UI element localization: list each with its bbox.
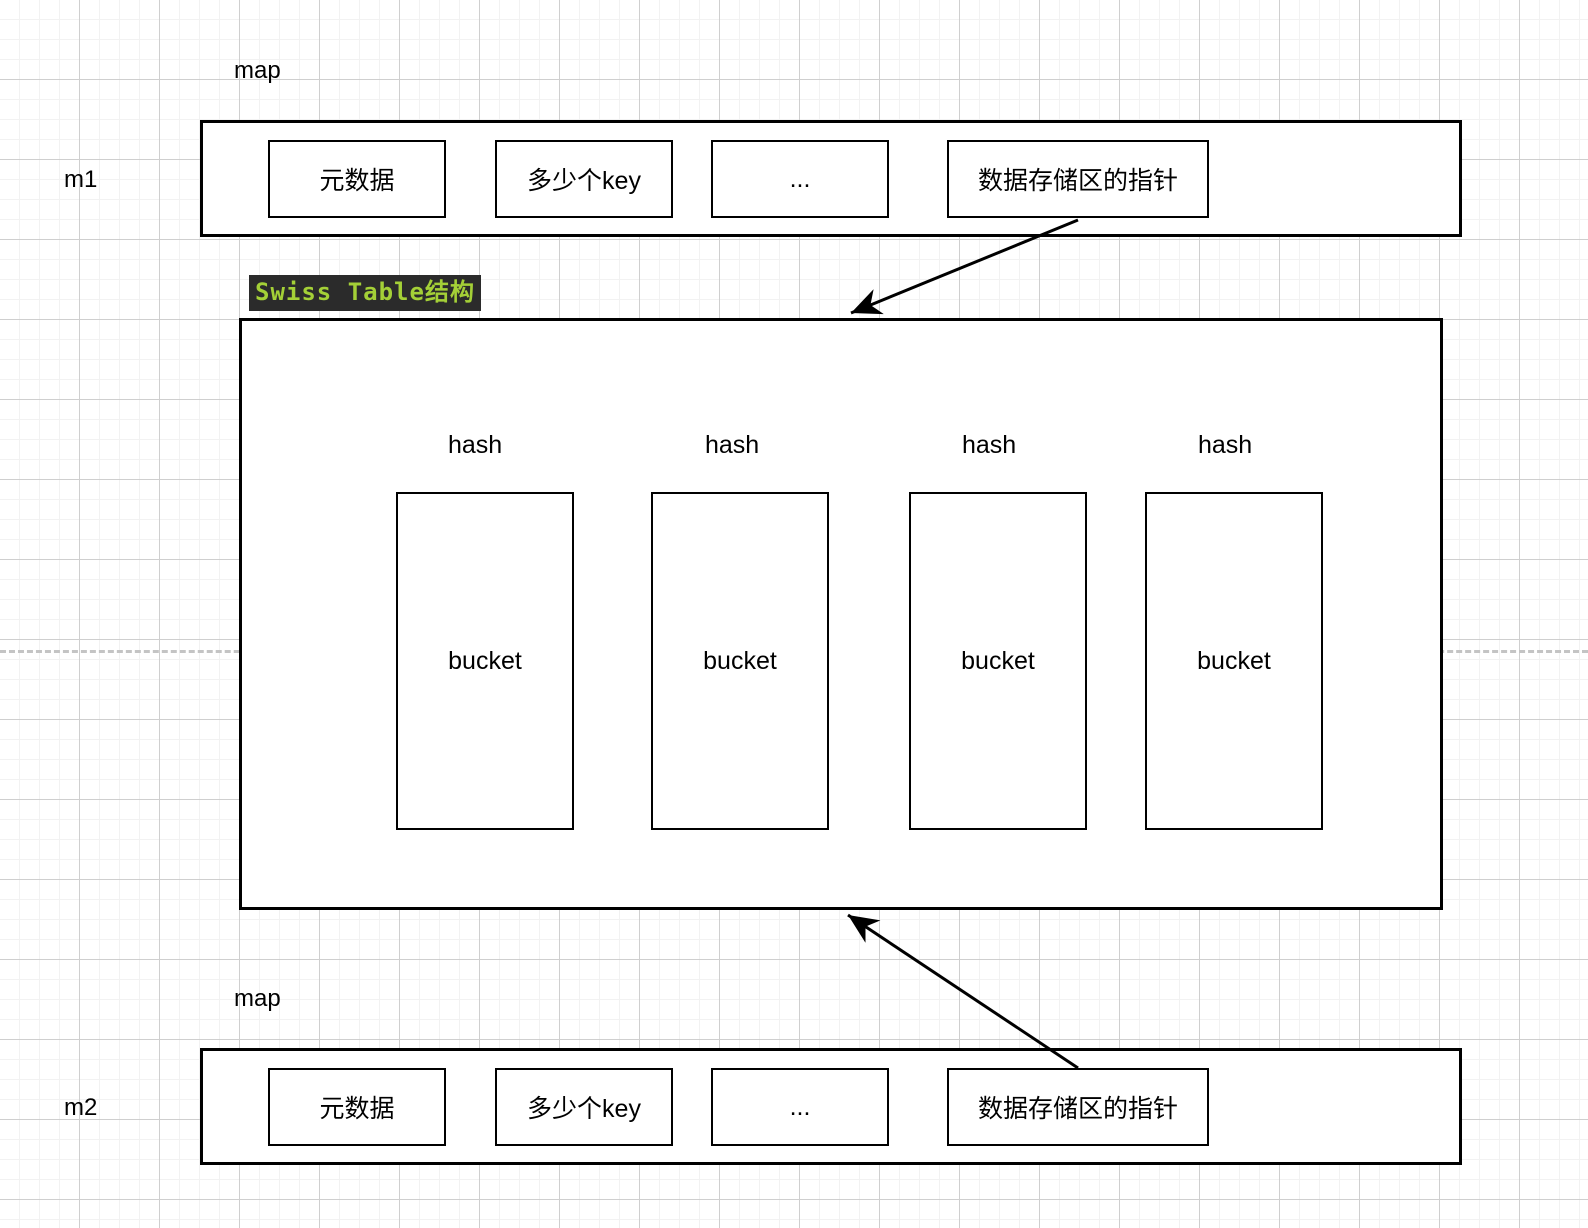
swiss-table-tag: Swiss Table结构 xyxy=(249,275,481,312)
map-field-m1-ellipsis: ... xyxy=(711,140,889,218)
map-field-m2-metadata: 元数据 xyxy=(268,1068,446,1146)
bucket-box-2: bucket xyxy=(651,492,829,830)
bucket-box-3: bucket xyxy=(909,492,1087,830)
hash-label-1: hash xyxy=(448,431,503,459)
arrow-m2-to-swiss-table xyxy=(847,913,1079,1070)
bucket-box-4: bucket xyxy=(1145,492,1323,830)
map-label-m1: map xyxy=(234,57,281,84)
map-label-m2: map xyxy=(234,985,281,1012)
map-field-m1-data-pointer: 数据存储区的指针 xyxy=(947,140,1209,218)
hash-label-4: hash xyxy=(1198,431,1253,459)
map-side-label-m2: m2 xyxy=(64,1094,98,1121)
hash-label-3: hash xyxy=(962,431,1017,459)
map-field-m1-metadata: 元数据 xyxy=(268,140,446,218)
map-field-m2-ellipsis: ... xyxy=(711,1068,889,1146)
map-field-m2-key-count: 多少个key xyxy=(495,1068,673,1146)
map-side-label-m1: m1 xyxy=(64,166,98,193)
map-field-m2-data-pointer: 数据存储区的指针 xyxy=(947,1068,1209,1146)
hash-label-2: hash xyxy=(705,431,760,459)
map-field-m1-key-count: 多少个key xyxy=(495,140,673,218)
bucket-box-1: bucket xyxy=(396,492,574,830)
